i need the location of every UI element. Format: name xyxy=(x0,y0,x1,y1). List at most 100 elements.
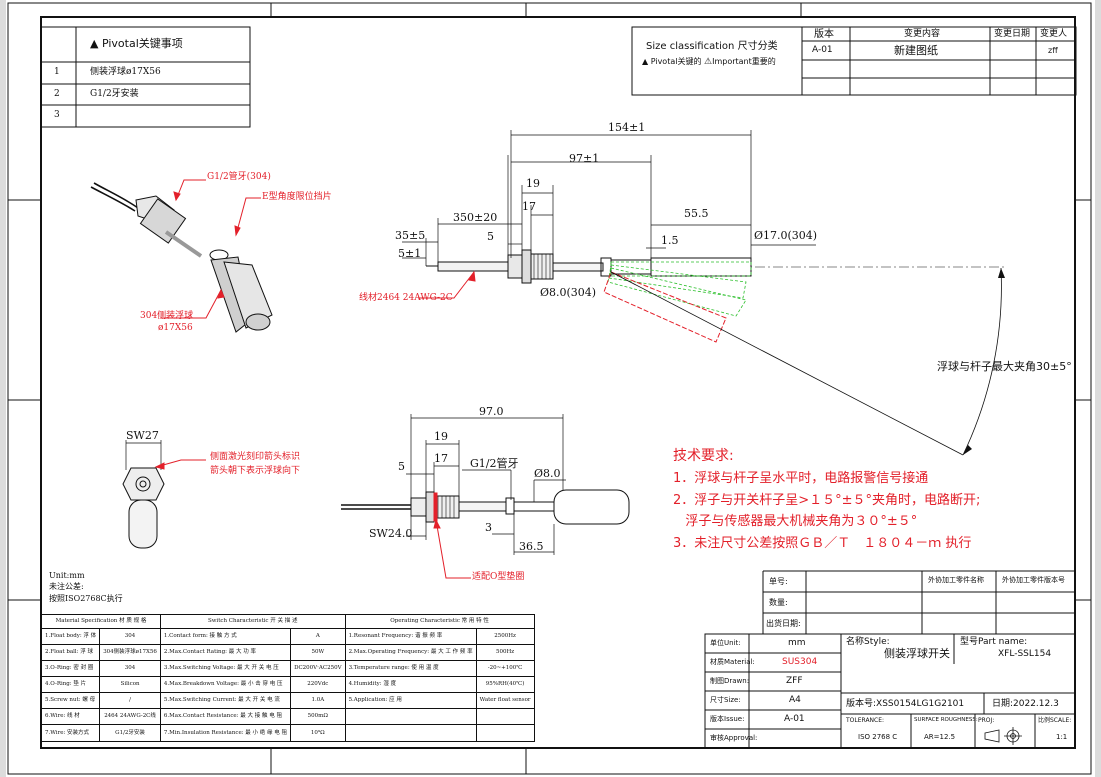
spec-row: 4.O-Ring: 垫 片 Silicon 4.Max.Breakdown Vo… xyxy=(40,676,535,693)
title-block-grid xyxy=(704,633,1076,749)
key-row-2-text: G1/2牙安装 xyxy=(90,89,139,99)
material-value: SUS304 xyxy=(782,657,818,667)
proj-label: PROJ: xyxy=(978,717,995,724)
spec-cell xyxy=(475,708,535,725)
version-label: 版本Issue: xyxy=(710,715,745,723)
rev-header-version: 版本 xyxy=(814,29,834,40)
unit-value: mm xyxy=(788,638,806,648)
order-block-grid xyxy=(762,570,1075,634)
tech-line-1: 1．浮球与杆子呈水平时，电路报警信号接通 xyxy=(673,471,929,486)
date-value: 日期:2022.12.3 xyxy=(992,699,1059,709)
dim-sw24: SW24.0 xyxy=(369,527,413,540)
spec-cell: 2500Hz xyxy=(475,628,535,645)
order-no-label: 单号: xyxy=(769,577,788,586)
key-table-grid xyxy=(40,26,251,128)
spec-cell: -20~+100℃ xyxy=(475,660,535,677)
spec-cell: 3.O-Ring: 密 封 圈 xyxy=(40,660,101,677)
drawn-value: ZFF xyxy=(786,676,803,686)
spec-cell: 1.Resonant Frequency: 谐 振 频 率 xyxy=(344,628,477,645)
bottom-dimension-lines xyxy=(406,414,566,555)
spec-cell: 1.Float body: 浮 体 xyxy=(40,628,101,645)
tech-line-3: 浮子与传感器最大机械夹角为３０°±５° xyxy=(673,514,918,529)
ext-part-version: 外协加工零件版本号 xyxy=(1002,576,1065,584)
version-number: 版本号:XSS0154LG1G2101 xyxy=(846,699,965,709)
dim-b-g12: G1/2管牙 xyxy=(470,457,519,470)
dim-5a: 5 xyxy=(487,230,494,243)
spec-header-switch: Switch Characteristic 开 关 描 述 xyxy=(159,614,346,629)
tech-line-2: 2．浮子与开关杆子呈>１５°±５°夹角时，电路断开; xyxy=(673,493,981,508)
spec-cell: 304 xyxy=(99,628,161,645)
iso-view-top xyxy=(90,182,273,333)
key-row-1-text: 侧装浮球ø17X56 xyxy=(90,67,161,77)
rev-row-content: 新建图纸 xyxy=(894,44,938,57)
spec-row: 7.Wire: 安装方式 G1/2牙安装 7.Min.Insulation Re… xyxy=(40,724,535,742)
dim-350: 350±20 xyxy=(453,211,498,224)
size-label: 尺寸Size: xyxy=(710,696,741,704)
style-value: 侧装浮球开关 xyxy=(884,647,950,660)
key-table-title: ▲ Pivotal关键事项 xyxy=(90,37,183,50)
dim-b-17: 17 xyxy=(434,452,448,465)
tolerance-label: TOLERANCE: xyxy=(846,717,885,724)
spec-cell: 500mΩ xyxy=(290,708,346,725)
spec-header-operating: Operating Characteristic 常 用 特 性 xyxy=(344,614,535,629)
spec-cell: 5.Application: 应 用 xyxy=(344,692,477,709)
tech-title: 技术要求: xyxy=(673,448,734,464)
dim-1-5: 1.5 xyxy=(661,234,679,247)
spec-row: 2.Float ball: 浮 球 304侧装浮球ø17X56 2.Max.Co… xyxy=(40,644,535,661)
spec-cell: 220Vdc xyxy=(290,676,346,693)
spec-cell: 2.Float ball: 浮 球 xyxy=(40,644,101,661)
tolerance-value: ISO 2768 C xyxy=(858,733,898,741)
spec-cell: 5.Max.Switching Current: 最 大 开 关 电 流 xyxy=(159,692,292,709)
callout-oring: 适配O型垫圈 xyxy=(472,572,525,582)
dim-b-19: 19 xyxy=(434,430,448,443)
drawing-linework xyxy=(7,2,1092,775)
dim-b-dia-8: Ø8.0 xyxy=(534,467,561,480)
dim-154: 154±1 xyxy=(608,121,646,134)
spec-cell: 4.O-Ring: 垫 片 xyxy=(40,676,101,693)
rev-header-date: 变更日期 xyxy=(994,29,1031,39)
note-std: 按照ISO2768C执行 xyxy=(49,594,123,603)
drawing-sheet: ▲ Pivotal关键事项 1 侧装浮球ø17X56 2 G1/2牙安装 3 S… xyxy=(6,0,1095,777)
material-label: 材质Material: xyxy=(710,658,755,666)
green-float-positions xyxy=(607,261,752,317)
callout-laser-1: 侧面激光刻印箭头标识 xyxy=(210,452,301,462)
spec-table: Material Specification 材 质 规 格 Switch Ch… xyxy=(40,614,535,742)
spec-cell: / xyxy=(99,692,161,709)
spec-cell: 6.Wire: 线 材 xyxy=(40,708,101,725)
angle-note: 浮球与杆子最大夹角30±5° xyxy=(937,360,1072,373)
note-unit: Unit:mm xyxy=(49,571,85,580)
drawn-label: 制图Drawn: xyxy=(710,677,750,685)
dim-b-3: 3 xyxy=(485,521,492,534)
qty-label: 数量: xyxy=(769,598,788,607)
spec-cell: 7.Min.Insulation Resistance: 最 小 绝 缘 电 阻 xyxy=(159,724,292,742)
red-leaders xyxy=(154,179,476,579)
spec-cell: 3.Temperature range: 使 用 温 度 xyxy=(344,660,477,677)
spec-cell: 95%RH(40℃) xyxy=(475,676,535,693)
unit-label: 单位Unit: xyxy=(710,639,741,647)
rev-row-version: A-01 xyxy=(812,45,833,55)
spec-cell: 2.Max.Contact Rating: 最 大 功 率 xyxy=(159,644,292,661)
dim-b-5: 5 xyxy=(398,460,405,473)
callout-g12-304: G1/2管牙(304) xyxy=(207,172,271,182)
main-side-view xyxy=(426,249,1006,284)
surface-label: SURFACE ROUGHNESS: xyxy=(914,717,978,723)
callout-laser-2: 箭头朝下表示浮球向下 xyxy=(210,466,301,476)
callout-eclip: E型角度限位挡片 xyxy=(262,192,332,202)
spec-header-material: Material Specification 材 质 规 格 xyxy=(41,614,161,629)
callout-float304: 304侧装浮球 xyxy=(140,311,194,321)
part-value: XFL-SSL154 xyxy=(998,649,1052,659)
rev-header-person: 变更人 xyxy=(1040,29,1068,39)
style-label: 名称Style: xyxy=(846,637,890,647)
spec-cell: 1.0A xyxy=(290,692,346,709)
dim-97-0: 97.0 xyxy=(479,405,504,418)
red-float-position xyxy=(603,271,727,343)
spec-cell: 4.Humidity: 湿 度 xyxy=(344,676,477,693)
key-row-1-no: 1 xyxy=(54,67,60,77)
spec-cell: 304 xyxy=(99,660,161,677)
dim-55: 55.5 xyxy=(684,207,709,220)
revision-grid xyxy=(631,26,1077,96)
spec-cell: 6.Max.Contact Resistance: 最 大 接 触 电 阻 xyxy=(159,708,292,725)
tech-line-4: 3．未注尺寸公差按照ＧＢ／Ｔ １８０４－ｍ 执行 xyxy=(673,536,972,551)
ship-date-label: 出货日期: xyxy=(766,619,801,628)
projection-symbol xyxy=(984,727,1022,745)
